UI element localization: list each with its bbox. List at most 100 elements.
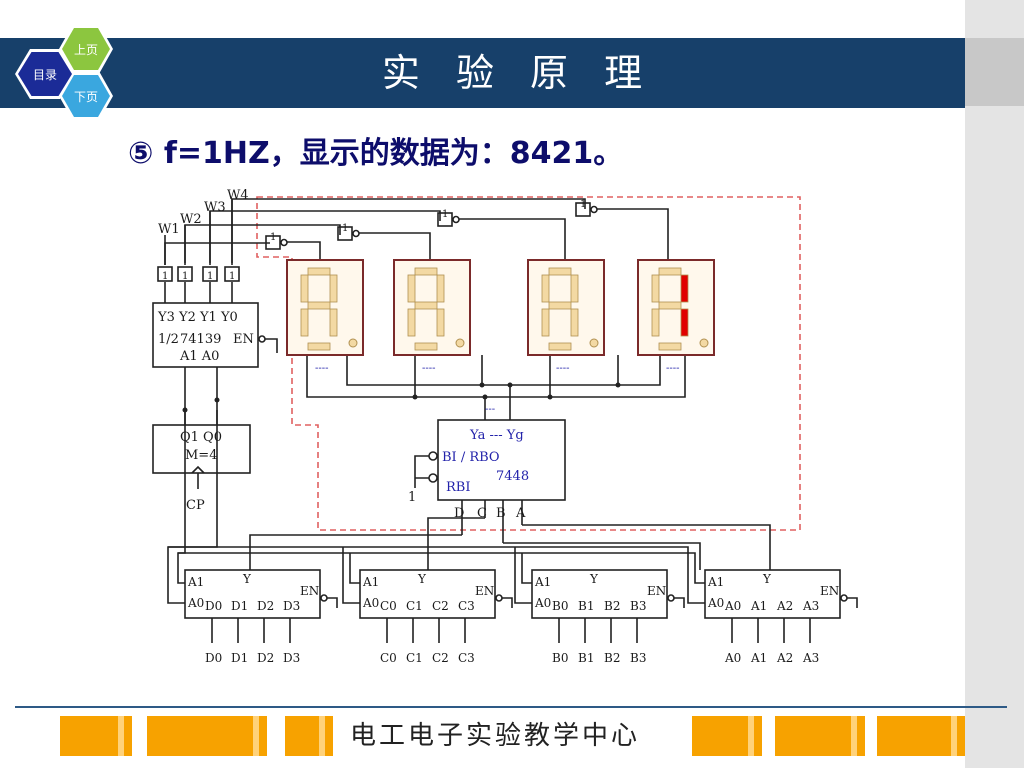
ic-7448-input-d: D — [454, 506, 464, 521]
ic-7448-input-a: A — [515, 506, 526, 521]
mux-1-pin-in-3: D3 — [283, 599, 300, 613]
mux-1-en: EN — [300, 584, 319, 598]
display-4-segment-e — [651, 308, 660, 337]
footer-title: 电工电子实验教学中心 — [350, 721, 641, 751]
mux-3-y: Y — [589, 572, 599, 586]
ic-74139-half: 1/2 — [158, 332, 179, 347]
display-3-segment-d — [548, 342, 572, 351]
display-2-segment-d — [414, 342, 438, 351]
mux-2-pin-in-1: C1 — [406, 599, 423, 613]
slide-subtitle: ⑤ f=1HZ，显示的数据为：8421。 — [128, 136, 624, 171]
mux-2-en: EN — [475, 584, 494, 598]
gate-label-1: 1 — [270, 232, 276, 243]
display-1-segment-a — [307, 267, 331, 276]
display-4-segment-g — [658, 301, 682, 310]
mux-1-pin-in-1: D1 — [231, 599, 248, 613]
display-3-segment-g — [548, 301, 572, 310]
dashed-enclosure — [256, 196, 801, 531]
display-2-segment-a — [414, 267, 438, 276]
mux-3-pin-label-1: B1 — [578, 651, 594, 665]
buffer-label-1: 1 — [162, 271, 168, 282]
display-2-segment-b — [436, 274, 445, 303]
display-3-segment-a — [548, 267, 572, 276]
ic-7448-box — [437, 419, 566, 501]
mux-1-pin-label-1: D1 — [231, 651, 248, 665]
display-4-segment-b — [680, 274, 689, 303]
mux-2-pin-label-2: C2 — [432, 651, 449, 665]
mux-3-en: EN — [647, 584, 666, 598]
mux-3-pin-label-2: B2 — [604, 651, 620, 665]
gate-label-3: 1 — [442, 209, 448, 220]
display-3: ---- — [527, 259, 605, 374]
display-1-segment-f — [300, 274, 309, 303]
mux-3-pin-in-1: B1 — [578, 599, 594, 613]
mux-1-pin-in-0: D0 — [205, 599, 222, 613]
mux-3-pin-in-2: B2 — [604, 599, 620, 613]
page-title: 实 验 原 理 — [381, 51, 655, 95]
display-2: ---- — [393, 259, 471, 374]
mux-3-a0: A0 — [534, 596, 551, 610]
ic-7448-input-c: C — [477, 506, 487, 521]
counter-outputs: Q1 Q0 — [180, 430, 222, 445]
display-2-segment-f — [407, 274, 416, 303]
mux-1-pin-label-0: D0 — [205, 651, 222, 665]
w1-label: W1 — [158, 222, 180, 237]
mux-2-pin-label-3: C3 — [458, 651, 475, 665]
display-2-dashes: ---- — [422, 363, 436, 374]
display-1-segment-b — [329, 274, 338, 303]
mux-2-a0: A0 — [362, 596, 379, 610]
mux-2-pin-label-0: C0 — [380, 651, 397, 665]
display-3-segment-e — [541, 308, 550, 337]
mux-4-pin-in-2: A2 — [776, 599, 793, 613]
mux-3-pin-in-0: B0 — [552, 599, 568, 613]
mux-labels: A1A0YEND0D0D1D1D2D2D3D3A1A0YENC0C0C1C1C2… — [187, 572, 839, 665]
mux-1-y: Y — [242, 572, 252, 586]
w2-label: W2 — [180, 212, 202, 227]
display-4-segment-d — [658, 342, 682, 351]
display-1-segment-e — [300, 308, 309, 337]
nav-prev-button[interactable]: 上页 — [62, 28, 110, 70]
mux-box-4 — [704, 569, 841, 619]
ic-7448-rbi: RBI — [446, 480, 470, 495]
gate-label-4: 1 — [580, 199, 586, 210]
footer-divider — [15, 706, 1007, 708]
mux-4-en: EN — [820, 584, 839, 598]
mux-box-3 — [531, 569, 668, 619]
counter-name: M=4 — [185, 448, 217, 463]
display-4-segment-c — [680, 308, 689, 337]
buffer-label-3: 1 — [207, 271, 213, 282]
ic-74139-outputs: Y3 Y2 Y1 Y0 — [157, 310, 238, 325]
ic-74139-inputs: A1 A0 — [179, 349, 219, 364]
display-1-segment-g — [307, 301, 331, 310]
mux-2-pin-label-1: C1 — [406, 651, 423, 665]
gate-label-2: 1 — [342, 223, 348, 234]
display-2-segment-g — [414, 301, 438, 310]
display-1-segment-d — [307, 342, 331, 351]
display-2-segment-e — [407, 308, 416, 337]
display-4-dashes: ---- — [666, 363, 680, 374]
right-strip-dark — [965, 38, 1024, 106]
mux-2-pin-in-0: C0 — [380, 599, 397, 613]
mux-2-pin-in-2: C2 — [432, 599, 449, 613]
footer-bar-3 — [285, 716, 333, 756]
footer-bar-5 — [775, 716, 865, 756]
buffer-label-2: 1 — [182, 271, 188, 282]
footer-bar-4 — [692, 716, 762, 756]
ic-7448-input-b: B — [496, 506, 506, 521]
display-4-segment-f — [651, 274, 660, 303]
ic-7448-one: 1 — [408, 490, 416, 505]
mux-4-pin-in-1: A1 — [750, 599, 767, 613]
w3-label: W3 — [204, 200, 226, 215]
mux-4-pin-in-0: A0 — [724, 599, 741, 613]
counter-clock: CP — [186, 498, 205, 513]
display-3-segment-f — [541, 274, 550, 303]
seven-segment-displays: ---------------- — [286, 259, 715, 374]
w4-label: W4 — [227, 188, 249, 203]
bus-dots: --- — [485, 404, 495, 415]
ic-74139-enable: EN — [233, 332, 254, 347]
display-4-segment-a — [658, 267, 682, 276]
nav-next-button[interactable]: 下页 — [62, 75, 110, 117]
mux-3-a1: A1 — [534, 575, 551, 589]
mux-3-pin-in-3: B3 — [630, 599, 646, 613]
mux-3-pin-label-0: B0 — [552, 651, 568, 665]
